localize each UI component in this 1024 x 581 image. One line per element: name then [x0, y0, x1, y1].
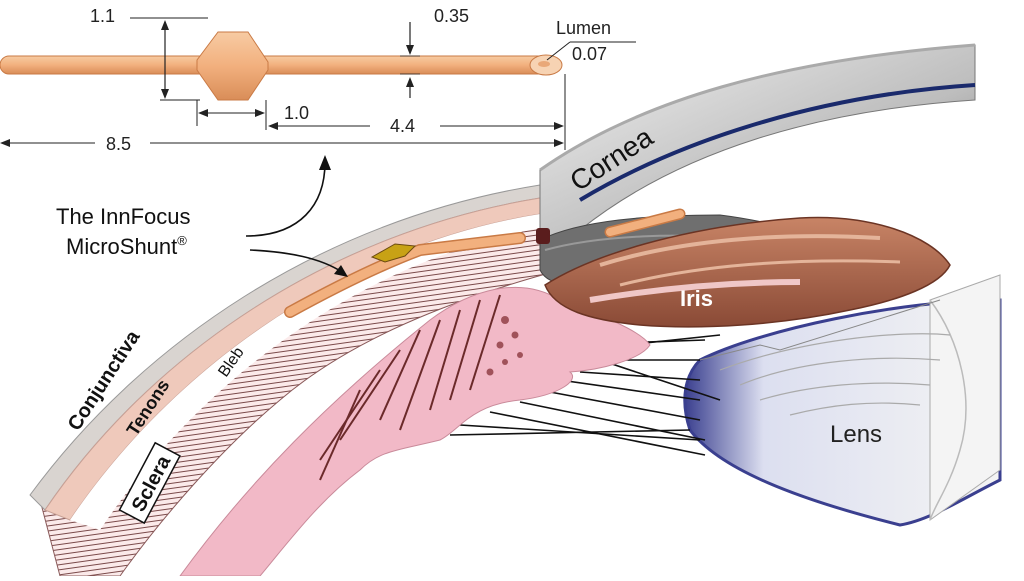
dim-fin-length: 1.0 [284, 103, 309, 123]
lens: Lens [683, 274, 1002, 527]
lumen-label: Lumen [556, 18, 611, 38]
shunt-fin [196, 31, 269, 101]
device-label-line2: MicroShunt® [66, 233, 187, 259]
iris-label: Iris [680, 286, 713, 311]
iris: Iris [544, 216, 951, 328]
shunt-tube [0, 55, 556, 75]
cornea: Cornea [539, 43, 976, 241]
dim-distal-length: 4.4 [390, 116, 415, 136]
implanted-shunt [284, 208, 686, 318]
callout-arrow-shunt [249, 249, 343, 273]
callout-arrow-up [245, 161, 326, 237]
shunt-dimension-drawing: 1.1 0.35 Lumen 0.07 1.0 4.4 8.5 [0, 6, 636, 154]
dim-tube-diameter: 0.35 [434, 6, 469, 26]
device-callout: The InnFocus MicroShunt® [56, 155, 348, 277]
bleb-space [70, 214, 540, 530]
dim-max-diameter: 1.1 [90, 6, 115, 26]
device-label-line1: The InnFocus [56, 204, 191, 229]
ciliary-body [179, 286, 651, 577]
dim-total-length: 8.5 [106, 134, 131, 154]
dim-lumen-diameter: 0.07 [572, 44, 607, 64]
lens-label: Lens [830, 421, 882, 448]
